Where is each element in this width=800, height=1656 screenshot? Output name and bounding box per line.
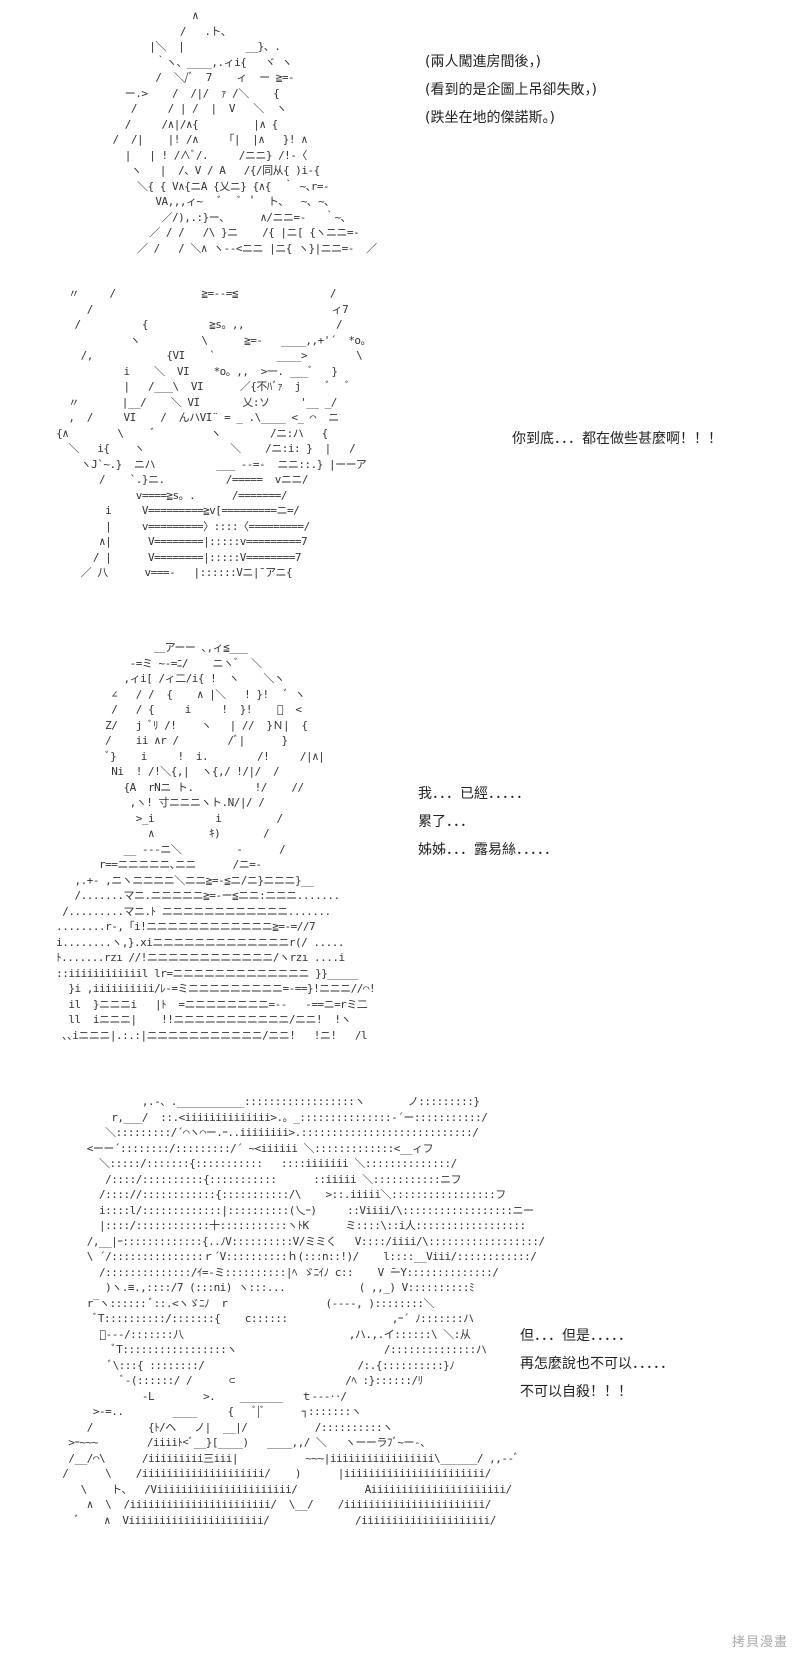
- caption-line: (兩人闖進房間後，): [425, 54, 541, 70]
- caption-line: (看到的是企圖上吊卻失敗，): [425, 82, 597, 98]
- ascii-art-tired-figure: ＿アーー ､,ィ≦___ -=ミ ~-=ﾆ/ ニヽﾞ ＼ ,ィi[ /ィ二/i{…: [56, 641, 376, 1042]
- caption-line: 累了．．．: [418, 814, 474, 830]
- narration-caption: (兩人闖進房間後，) (看到的是企圖上吊卻失敗，) (跌坐在地的傑諾斯。): [425, 48, 597, 132]
- ascii-art-shouting-figure: 〃 / ≧=--=≦ / / ィ7 / { ≧s。,, / ヽ \ ≧=- __…: [56, 287, 372, 579]
- caption-line: 不可以自殺！！！: [520, 1384, 632, 1400]
- caption-line: 我．．．已經．．．．．: [418, 786, 530, 802]
- caption-line: (跌坐在地的傑諾斯。): [425, 110, 555, 126]
- speech-caption: 但．．．但是．．．．． 再怎麼說也不可以．．．．． 不可以自殺！！！: [520, 1322, 674, 1406]
- caption-line: 你到底．．．都在做些甚麼啊！！！: [512, 431, 722, 447]
- panel-2: 〃 / ≧=--=≦ / / ィ7 / { ≧s。,, / ヽ \ ≧=- __…: [0, 280, 800, 620]
- ascii-art-kneeling-figure: ∧ / .ト、 |＼ | __}、. ｀ヽ、____,.ィi{ ヾ ヽ / ＼/…: [112, 9, 377, 255]
- panel-1: ∧ / .ト、 |＼ | __}、. ｀ヽ、____,.ィi{ ヾ ヽ / ＼/…: [0, 0, 800, 270]
- caption-line: 但．．．但是．．．．．: [520, 1328, 632, 1344]
- caption-line: 再怎麼說也不可以．．．．．: [520, 1356, 674, 1372]
- watermark: 拷貝漫畫: [731, 1635, 788, 1650]
- ascii-art-pleading-figure: ,.-、.___________::::::::::::::::::ヽ ノ:::…: [62, 1095, 545, 1527]
- speech-caption: 我．．．已經．．．．． 累了．．． 姊姊．．．露易絲．．．．．: [418, 780, 558, 864]
- panel-4: ,.-、.___________::::::::::::::::::ヽ ノ:::…: [0, 1090, 800, 1656]
- speech-caption: 你到底．．．都在做些甚麼啊！！！: [512, 425, 722, 453]
- panel-3: ＿アーー ､,ィ≦___ -=ミ ~-=ﾆ/ ニヽﾞ ＼ ,ィi[ /ィ二/i{…: [0, 630, 800, 1070]
- caption-line: 姊姊．．．露易絲．．．．．: [418, 842, 558, 858]
